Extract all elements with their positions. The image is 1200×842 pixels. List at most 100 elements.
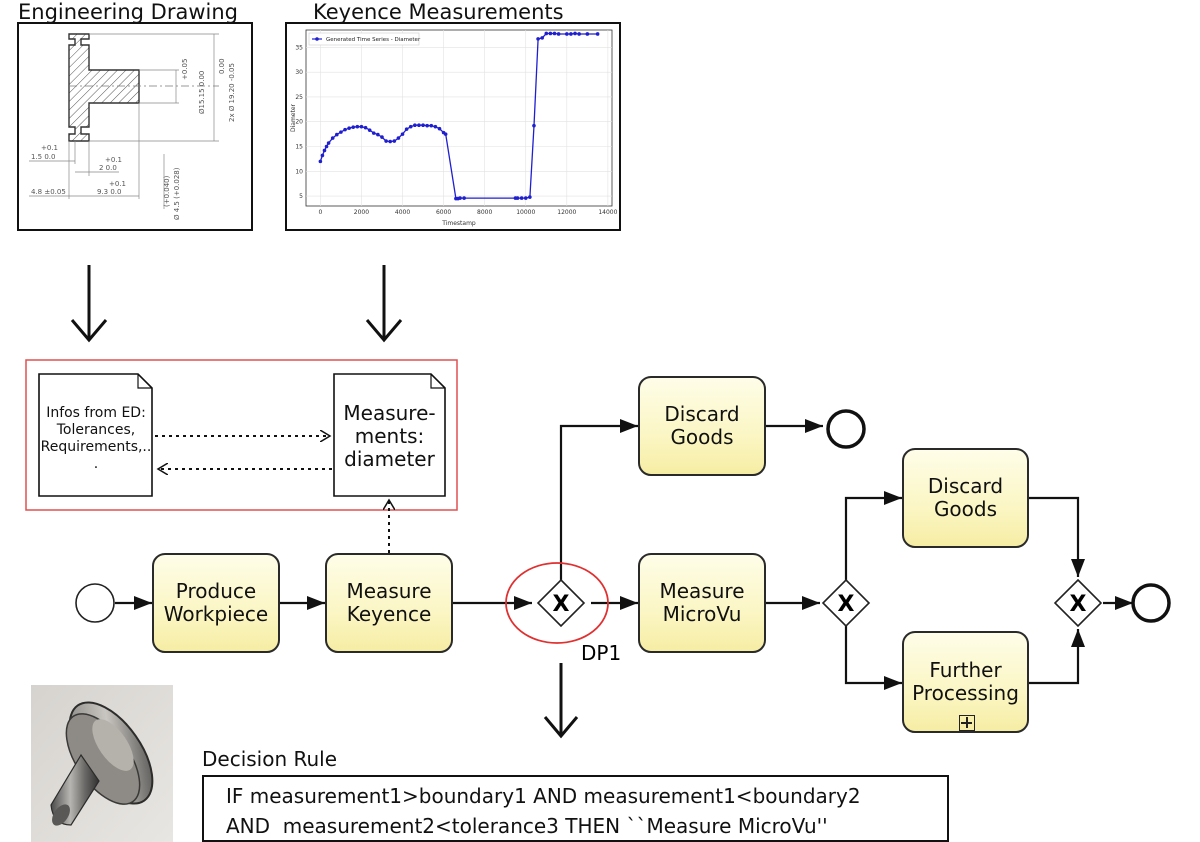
plot-area [305, 29, 613, 207]
y-tick-label: 30 [295, 69, 303, 76]
down-arrow-keyence-head [365, 319, 403, 343]
flow-discard-merge [1029, 496, 1085, 577]
data-point [408, 124, 413, 129]
end-event-top [826, 409, 866, 449]
dim-text: 2 0.0 [99, 164, 117, 172]
dim-text: +0.05 [181, 59, 189, 80]
task-discard-goods-top[interactable]: Discard Goods [638, 376, 766, 476]
data-point [324, 144, 329, 149]
document-measurements-text: Measure- ments: diameter [343, 401, 436, 471]
task-label: Further Processing [912, 658, 1019, 705]
data-objects-group [25, 359, 458, 511]
decision-rule-box: IF measurement1>boundary1 AND measuremen… [202, 775, 949, 842]
x-tick-label: 0 [318, 209, 322, 216]
x-tick-label: 2000 [354, 209, 369, 216]
data-point [556, 32, 561, 36]
data-point [528, 195, 532, 199]
data-point [326, 141, 331, 145]
data-point [330, 136, 335, 140]
task-label: Discard Goods [927, 474, 1004, 521]
data-point [335, 132, 339, 137]
document-measurements [333, 373, 446, 497]
y-tick-label: 25 [295, 94, 303, 101]
x-tick-label: 8000 [477, 209, 492, 216]
gateway-x-icon: X [838, 592, 855, 617]
decision-rule-line-2: AND measurement2<tolerance3 THEN ``Measu… [226, 814, 828, 838]
dim-text: 0.00 [218, 58, 226, 74]
flow-dp1-discard [559, 419, 638, 580]
gateway-x-icon: X [1070, 592, 1087, 617]
data-point [443, 132, 448, 136]
decision-rule-title: Decision Rule [202, 747, 338, 771]
data-point [577, 32, 581, 36]
dim-text: +0.1 [105, 156, 122, 164]
decision-rule-line-1: IF measurement1>boundary1 AND measuremen… [226, 784, 861, 808]
task-measure-keyence[interactable]: Measure Keyence [325, 553, 453, 653]
data-point [421, 123, 425, 127]
y-tick-label: 5 [299, 193, 303, 200]
task-discard-goods-right[interactable]: Discard Goods [902, 448, 1029, 548]
task-measure-microvu[interactable]: Measure MicroVu [638, 553, 766, 653]
task-label: Measure Keyence [346, 579, 432, 626]
x-tick-label: 6000 [436, 209, 451, 216]
data-point [322, 148, 327, 153]
x-tick-label: 14000 [598, 209, 617, 216]
data-point [544, 31, 549, 36]
legend-label: Generated Time Series - Diameter [326, 37, 421, 43]
data-point [425, 123, 429, 128]
data-point [536, 37, 540, 41]
task-label: Measure MicroVu [659, 579, 745, 626]
part-section [68, 33, 219, 142]
y-tick-label: 35 [295, 44, 303, 51]
data-point [320, 153, 325, 158]
data-point [371, 131, 376, 135]
dim-text: Ø15.15 0.00 [198, 71, 206, 114]
x-axis-label: Timestamp [441, 220, 476, 227]
engineering-drawing: +0.1 1.5 0.0 +0.1 2 0.0 4.8 ±0.05 +0.1 9… [29, 33, 236, 220]
task-label: Discard Goods [664, 402, 740, 449]
y-tick-label: 20 [295, 119, 303, 126]
x-tick-label: 12000 [557, 209, 576, 216]
data-point [417, 123, 421, 127]
gateway-split: X [821, 578, 871, 628]
task-produce-workpiece[interactable]: Produce Workpiece [152, 553, 280, 653]
flow-gateway-further [844, 626, 902, 690]
document-ed-info [38, 373, 153, 497]
data-point [569, 32, 573, 36]
y-axis-label: Diameter [290, 103, 297, 132]
data-point [548, 31, 553, 36]
data-point [367, 128, 372, 132]
data-point [359, 124, 364, 129]
data-point [351, 125, 356, 129]
data-point [388, 139, 393, 144]
x-tick-label: 4000 [395, 209, 410, 216]
dim-text: (+0.040) [163, 175, 171, 207]
data-point [552, 31, 557, 36]
dim-text: 1.5 0.0 [31, 153, 56, 161]
dim-text: 9.3 0.0 [97, 188, 122, 196]
workpiece-photo [31, 685, 173, 842]
data-point [515, 196, 520, 200]
task-label: Produce Workpiece [163, 579, 269, 626]
data-point [404, 127, 409, 131]
engineering-drawing-panel: +0.1 1.5 0.0 +0.1 2 0.0 4.8 ±0.05 +0.1 9… [17, 22, 253, 231]
data-point [540, 36, 544, 40]
data-point [458, 196, 462, 200]
dim-text: Ø 4.5 (+0.028) [173, 167, 181, 220]
data-point [413, 123, 417, 127]
task-further-processing[interactable]: Further Processing [902, 631, 1029, 733]
data-point [565, 32, 569, 36]
data-point [400, 132, 405, 136]
flow-further-merge [1029, 629, 1085, 685]
data-point [462, 196, 466, 200]
legend: Generated Time Series - Diameter [308, 32, 421, 46]
gateway-dp1: X [536, 578, 586, 628]
engineering-drawing-title: Engineering Drawing [18, 0, 238, 24]
data-point [318, 159, 323, 164]
data-point [392, 139, 397, 143]
end-event-right [1131, 583, 1171, 623]
data-point [343, 127, 347, 132]
